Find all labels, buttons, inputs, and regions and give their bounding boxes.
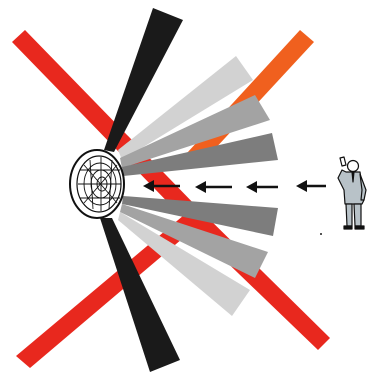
arrow-left-icon — [296, 180, 326, 192]
sensor-lens-icon — [70, 150, 124, 218]
detection-beams — [100, 8, 278, 372]
arrow-left-icon — [195, 181, 232, 193]
speck — [320, 233, 322, 235]
arrow-left-icon — [246, 181, 278, 193]
crossing-bands — [12, 30, 330, 368]
person-icon — [338, 157, 366, 229]
